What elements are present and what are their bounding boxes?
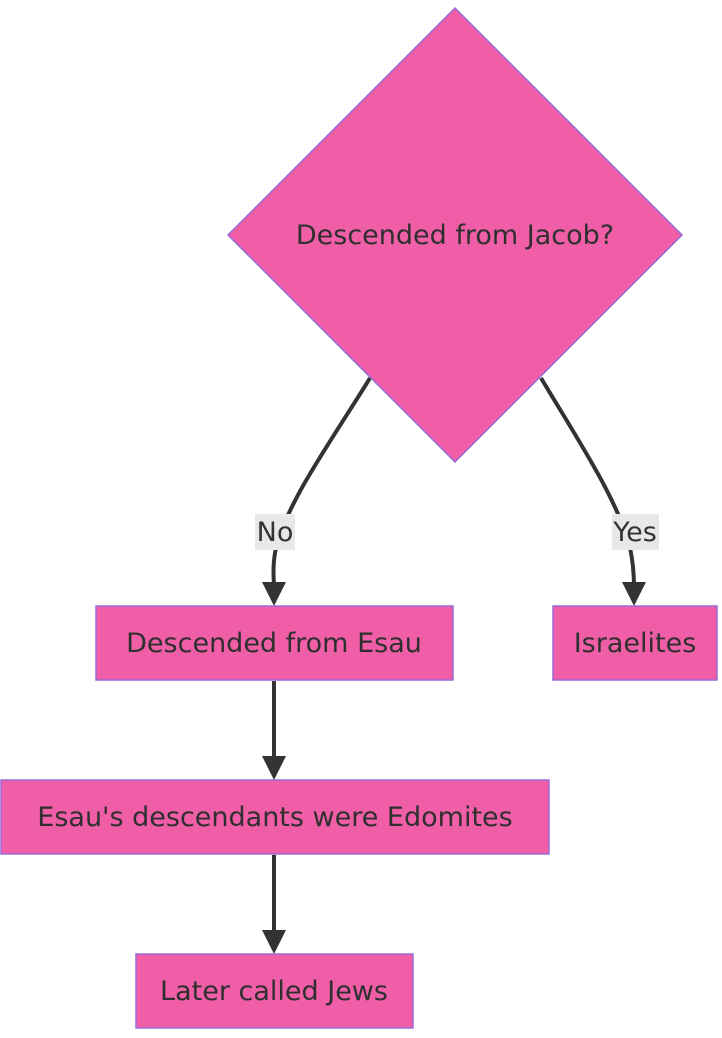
edge-label-no-text: No	[257, 517, 294, 548]
esau-node: Descended from Esau	[95, 605, 454, 681]
edomites-node: Esau's descendants were Edomites	[0, 779, 550, 855]
decision-diamond	[226, 6, 684, 464]
edomites-node-box	[0, 779, 550, 855]
arrowhead-edomites	[262, 756, 286, 780]
edge-label-no: No	[255, 514, 295, 550]
esau-node-box	[95, 605, 454, 681]
decision-node-label: Descended from Jacob?	[296, 220, 614, 251]
jews-node-box	[135, 953, 414, 1029]
edge-label-yes-text: Yes	[612, 517, 657, 548]
edge-label-yes-background	[612, 514, 659, 550]
edge-label-no-background	[255, 514, 295, 550]
edge-decision-to-israelites	[539, 376, 636, 589]
jews-node: Later called Jews	[135, 953, 414, 1029]
esau-node-label: Descended from Esau	[126, 628, 422, 659]
jews-node-label: Later called Jews	[160, 976, 388, 1007]
decision-node: Descended from Jacob?	[226, 6, 684, 464]
arrowhead-israelites	[622, 582, 646, 606]
arrowhead-esau	[262, 582, 286, 606]
arrowhead-jews	[262, 930, 286, 954]
edge-decision-to-esau	[271, 376, 372, 589]
israelites-node: Israelites	[552, 605, 718, 681]
israelites-node-label: Israelites	[574, 628, 697, 659]
israelites-node-box	[552, 605, 718, 681]
edomites-node-label: Esau's descendants were Edomites	[37, 802, 512, 833]
edge-label-yes: Yes	[612, 514, 659, 550]
